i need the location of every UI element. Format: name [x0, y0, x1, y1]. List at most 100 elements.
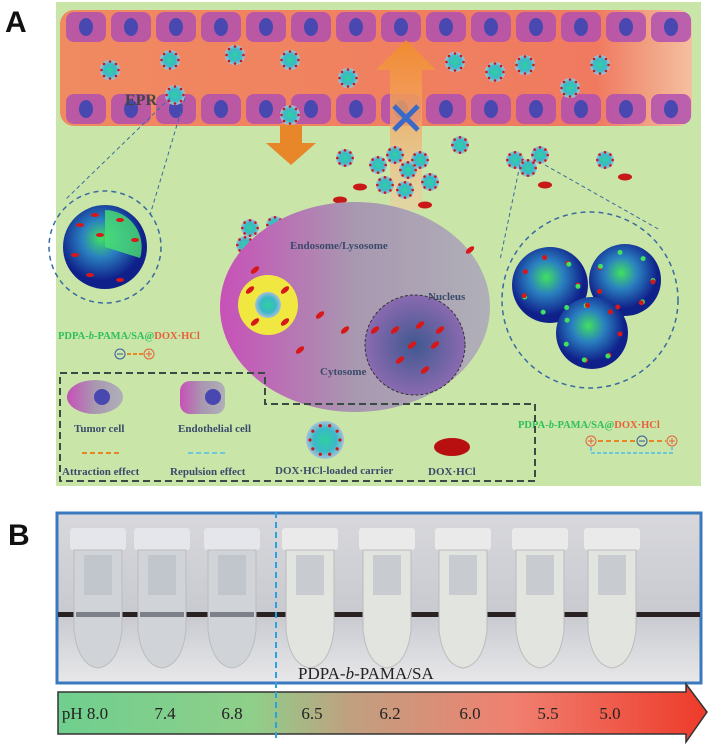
drug-dot [294, 64, 298, 68]
drug-dot [421, 180, 424, 184]
drug-dot [233, 62, 237, 65]
drug-dot [288, 122, 292, 125]
tube-label [218, 555, 246, 595]
drug [86, 273, 94, 277]
drug-dot [398, 194, 401, 197]
tube-6.0 [435, 528, 491, 669]
drug-dot [328, 452, 332, 456]
ph-label: 5.0 [599, 704, 620, 723]
drug-dot [288, 67, 292, 70]
drug [407, 341, 417, 349]
cell-nucleus [574, 18, 588, 36]
drug-dot [233, 45, 237, 48]
tube-photo: PDPA-b-PAMA/SA [55, 511, 703, 685]
drug-dot [603, 151, 607, 154]
drug-dot [513, 166, 517, 169]
drug-dot [280, 113, 283, 117]
drug-dot [531, 153, 534, 157]
drug [370, 326, 380, 334]
drug-dot [346, 68, 350, 71]
drug-dot [577, 86, 580, 90]
drug-dot [418, 166, 422, 169]
drug [245, 286, 255, 294]
drug-dot [254, 232, 257, 235]
drug-dot [282, 64, 286, 68]
tube-label [84, 555, 112, 595]
drug-dot [294, 107, 298, 111]
tube-cap [134, 528, 190, 550]
carrier [445, 52, 465, 72]
drug-dot [562, 80, 566, 84]
drug-dot [376, 183, 379, 187]
carrier [590, 55, 610, 75]
drug-dot [243, 236, 247, 239]
sphere-dot [563, 341, 569, 347]
drug-dot [297, 58, 300, 62]
drug-dot [168, 50, 172, 53]
drug-dot [399, 148, 402, 151]
cell-nucleus [214, 100, 228, 118]
drug-dot [529, 69, 533, 73]
drug-dot [396, 188, 399, 192]
drug-dot [519, 153, 522, 156]
tube-label [526, 555, 554, 595]
drug-dot [485, 70, 488, 74]
drug-dot [596, 158, 599, 162]
drug-dot [423, 186, 426, 189]
drug-dot [568, 95, 572, 98]
drug-dot [598, 153, 601, 156]
drug [390, 326, 400, 334]
drug-dot [447, 66, 451, 70]
drug-dot [428, 173, 432, 176]
drug [538, 181, 552, 189]
drug-dot [391, 183, 394, 187]
right-charge-diagram [585, 435, 678, 454]
extravasation-arrow [266, 125, 316, 165]
drug [96, 233, 104, 237]
cytosome-label: Cytosome [320, 366, 367, 378]
drug-dot [458, 136, 462, 139]
drug [116, 278, 124, 282]
drug-dot [282, 119, 286, 123]
drug-dot [493, 62, 497, 65]
drug-dot [434, 186, 437, 189]
drug-dot [162, 64, 166, 68]
drug-dot [384, 163, 387, 167]
drug-dot [248, 234, 252, 237]
tube-label [148, 555, 176, 595]
carrier [280, 105, 300, 125]
drug [116, 218, 124, 222]
drug [280, 286, 290, 294]
drug-dot [508, 153, 511, 156]
nucleus-label: Nucleus [428, 291, 466, 303]
tube-label [373, 555, 401, 595]
drug-dot [383, 176, 387, 179]
drug-dot [288, 50, 292, 53]
drug-dot [487, 76, 491, 80]
drug-dot [389, 178, 392, 181]
cell-nucleus [349, 100, 363, 118]
cell-nucleus [304, 100, 318, 118]
drug-dot [227, 59, 231, 63]
drug-dot [609, 153, 612, 156]
cell-nucleus [259, 100, 273, 118]
carrier [100, 60, 120, 80]
drug-dot [160, 58, 163, 62]
carrier [280, 50, 300, 70]
sphere-dot [542, 255, 548, 261]
tube-line [140, 612, 184, 617]
drug-dot [436, 180, 439, 184]
drug-dot [517, 69, 521, 73]
cell-nucleus [529, 18, 543, 36]
single-carrier-zoom [48, 97, 186, 304]
legend-tumor-cell: Tumor cell [74, 423, 124, 435]
drug-dot [574, 80, 578, 84]
drug-dot [102, 62, 106, 66]
legend-carrier: DOX·HCl-loaded carrier [275, 465, 393, 477]
drug-dot [401, 174, 404, 177]
drug [353, 183, 367, 191]
drug-dot [526, 159, 530, 162]
drug-dot [352, 70, 356, 74]
drug-dot [238, 249, 241, 252]
drug-dot [493, 79, 497, 82]
